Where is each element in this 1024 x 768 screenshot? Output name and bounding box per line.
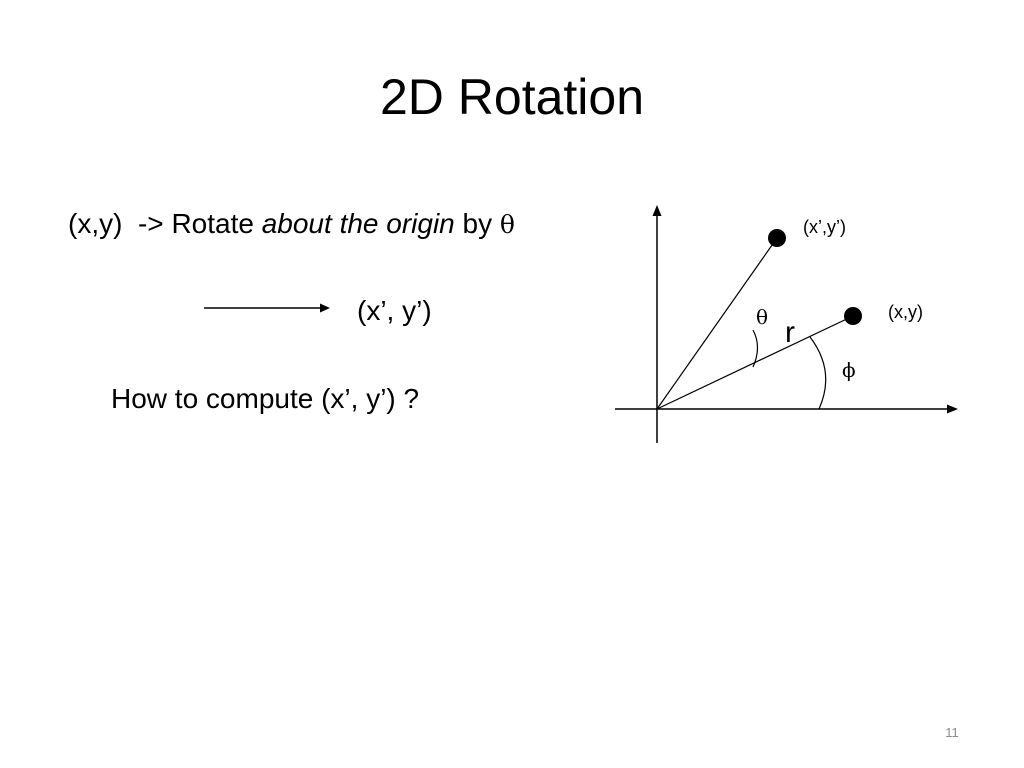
question-text: How to compute (x’, y’) ? bbox=[111, 383, 420, 414]
theta-arc bbox=[752, 329, 759, 368]
phi-arc bbox=[809, 336, 827, 410]
slide-title: 2D Rotation bbox=[379, 69, 645, 125]
rotated-point-label: (x’,y’) bbox=[803, 217, 846, 237]
page-number: 11 bbox=[945, 725, 959, 740]
rotated-point bbox=[768, 229, 786, 247]
target-point-text: (x’, y’) bbox=[357, 295, 432, 326]
rotation-diagram bbox=[615, 205, 958, 443]
x-axis-arrowhead bbox=[947, 404, 958, 414]
y-axis-arrowhead bbox=[652, 205, 662, 216]
rotate-about-origin: about the origin bbox=[261, 208, 455, 239]
original-point bbox=[844, 307, 862, 325]
phi-label: ϕ bbox=[842, 358, 856, 382]
theta-label: θ bbox=[756, 305, 769, 329]
mapping-arrow-icon bbox=[204, 303, 330, 313]
radius-label: r bbox=[785, 316, 795, 349]
rotate-statement: (x,y) -> Rotate about the origin by θ bbox=[68, 207, 515, 242]
ray-to-rotated-point bbox=[656, 237, 778, 410]
rotate-suffix: by bbox=[454, 208, 500, 239]
rotate-angle-symbol: θ bbox=[499, 210, 515, 239]
original-point-label: (x,y) bbox=[888, 302, 923, 322]
rotate-prefix: (x,y) -> Rotate bbox=[68, 208, 262, 239]
